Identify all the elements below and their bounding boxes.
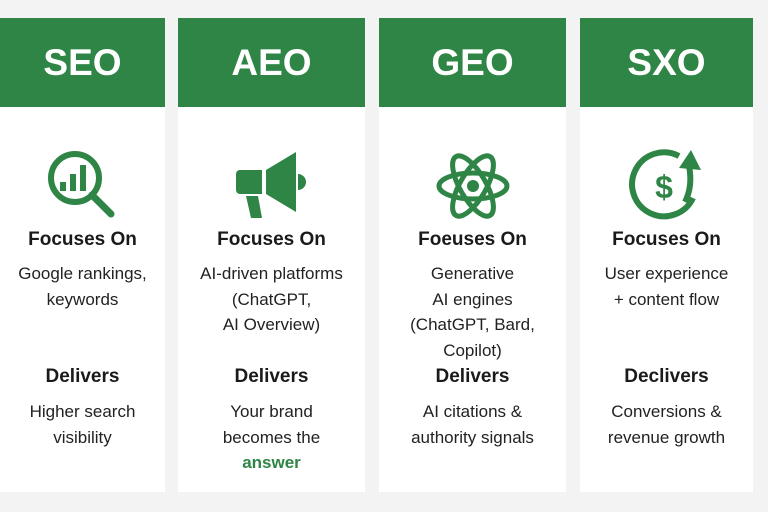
deliver-text: Conversions &revenue growth: [607, 402, 726, 447]
highlight-answer: answer: [242, 453, 301, 472]
card-seo: SEO Focuses On Google rankings,keywords …: [0, 18, 165, 492]
search-chart-icon: [47, 151, 114, 218]
card-title: SXO: [580, 18, 753, 107]
svg-text:$: $: [655, 169, 673, 205]
deliver-text: AI citations &authority signals: [411, 402, 534, 447]
focus-text: Google rankings,keywords: [18, 264, 147, 309]
focus-label: Focuses On: [612, 229, 721, 250]
focus-label: Focuses On: [217, 229, 326, 250]
focus-label: Foeuses On: [418, 229, 527, 250]
card-aeo: AEO Focuses On AI-driven platforms(ChatG…: [178, 18, 365, 492]
card-title: GEO: [379, 18, 566, 107]
dollar-growth-icon: $: [628, 149, 701, 220]
focus-text: User experience+ content flow: [604, 264, 729, 309]
deliver-label: Delivers: [234, 366, 309, 387]
deliver-label: Delivers: [435, 366, 510, 387]
atom-icon: [436, 153, 509, 219]
deliver-label: Declivers: [624, 366, 709, 387]
deliver-label: Delivers: [45, 366, 120, 387]
focus-label: Focuses On: [28, 229, 137, 250]
card-title: SEO: [0, 18, 165, 107]
card-sxo: SXO $ Focuses On User experience+ conten…: [580, 18, 753, 492]
card-title: AEO: [178, 18, 365, 107]
megaphone-icon: [235, 152, 306, 218]
focus-text: AI-driven platforms(ChatGPT,AI Overview): [200, 264, 343, 334]
